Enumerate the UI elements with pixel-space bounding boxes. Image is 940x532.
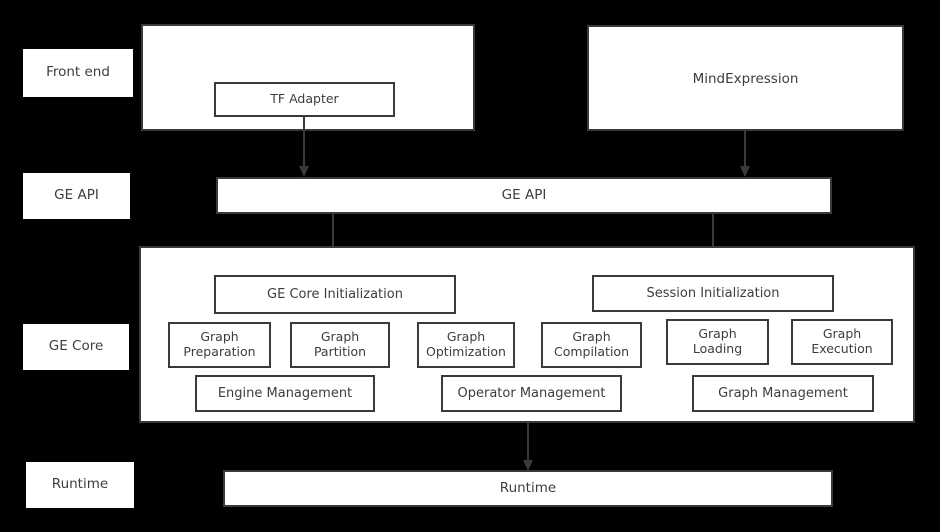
ge-core-initialization-box: GE Core Initialization [214, 275, 456, 314]
ge-api-bar: GE API [216, 177, 832, 214]
graph-compilation-box: Graph Compilation [541, 322, 642, 368]
layer-label-front-end: Front end [23, 49, 133, 97]
graph-optimization-box: Graph Optimization [417, 322, 515, 368]
mindexpression-container: MindExpression [587, 25, 904, 131]
graph-loading-box: Graph Loading [666, 319, 769, 365]
operator-management-box: Operator Management [441, 375, 622, 412]
layer-label-ge-core: GE Core [23, 324, 129, 370]
graph-execution-box: Graph Execution [791, 319, 893, 365]
graph-preparation-box: Graph Preparation [168, 322, 271, 368]
session-initialization-box: Session Initialization [592, 275, 834, 312]
mindexpression-title: MindExpression [692, 71, 799, 87]
ge-core-container: GE Core Initialization Session Initializ… [139, 246, 915, 423]
engine-management-box: Engine Management [195, 375, 375, 412]
layer-label-ge-api: GE API [23, 173, 130, 219]
graph-partition-box: Graph Partition [290, 322, 390, 368]
runtime-bar: Runtime [223, 470, 833, 507]
tf-adapter-box: TF Adapter [214, 82, 395, 117]
tensorflow-container: Tensorflow TF Adapter [141, 24, 475, 131]
graph-management-box: Graph Management [692, 375, 874, 412]
layer-label-runtime: Runtime [26, 462, 134, 508]
